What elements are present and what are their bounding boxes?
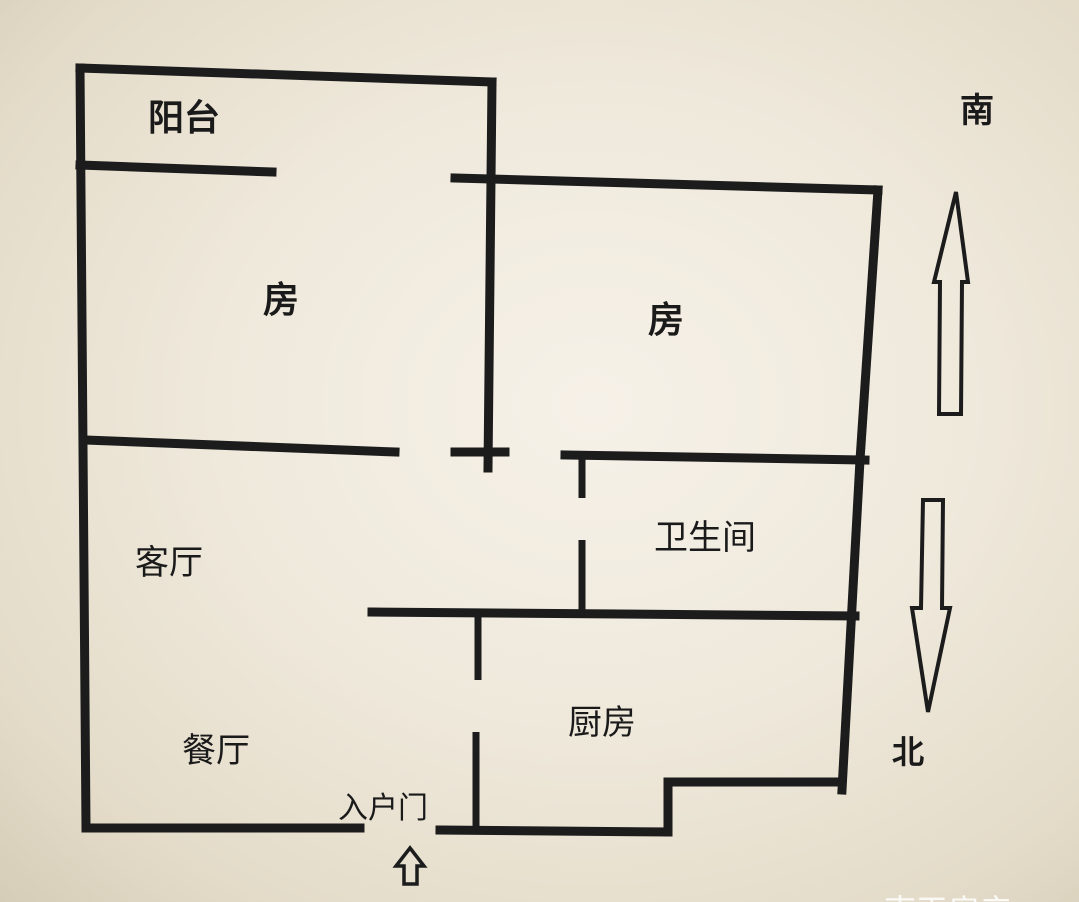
entrance-arrow-icon	[392, 845, 428, 886]
compass-north-label: 北	[892, 733, 925, 771]
compass-south-label: 南	[960, 91, 994, 131]
room-label-bedroom-left: 房	[263, 280, 300, 321]
north-arrow-icon	[909, 498, 953, 713]
room-label-balcony: 阳台	[148, 98, 221, 139]
outer-walls	[75, 63, 883, 837]
entrance-label: 入户门	[338, 791, 428, 826]
interior-walls	[75, 160, 870, 830]
room-label-bedroom-right: 房	[648, 300, 685, 341]
watermark-text: 南天房产	[884, 886, 1012, 902]
south-arrow-icon	[931, 191, 971, 416]
room-label-living-room: 客厅	[135, 543, 203, 583]
room-label-dining-room: 餐厅	[182, 731, 250, 771]
room-label-kitchen: 厨房	[568, 703, 636, 743]
room-label-bathroom: 卫生间	[654, 518, 756, 558]
